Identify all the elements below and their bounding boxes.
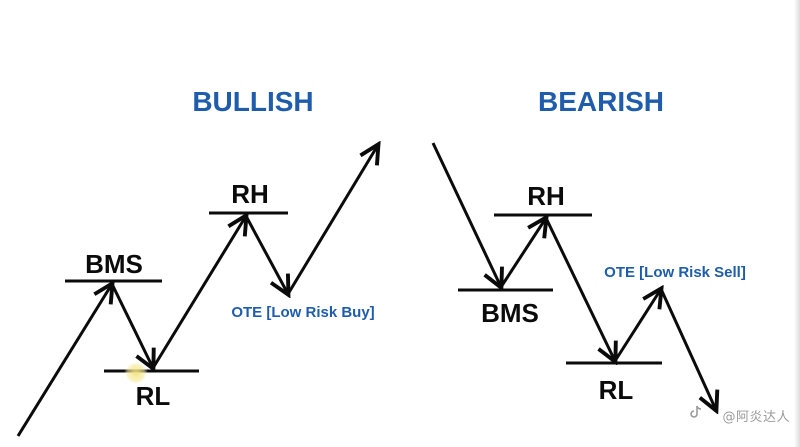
bearish-rl-label: RL — [599, 375, 634, 405]
bearish-ote-label: OTE [Low Risk Sell] — [604, 264, 746, 281]
bearish-panel: BEARISH RH BMS OTE [Low Risk Sell] RL — [431, 86, 746, 410]
bullish-rh-label: RH — [231, 179, 269, 209]
bearish-impulse-arrow-1 — [431, 142, 501, 287]
bullish-bms-label: BMS — [85, 249, 143, 279]
bearish-title: BEARISH — [538, 86, 664, 117]
bullish-impulse-arrow-2 — [151, 216, 246, 369]
douyin-logo-icon — [690, 405, 702, 418]
bearish-rh-label: RH — [527, 181, 565, 211]
bullish-panel: BULLISH BMS RH RL OTE [Low Risk Buy] — [16, 86, 378, 437]
bullish-impulse-arrow-3 — [286, 145, 378, 295]
bullish-retrace-arrow-1 — [110, 283, 153, 368]
bearish-impulse-arrow-3 — [659, 288, 716, 410]
bearish-bms-label: BMS — [481, 298, 539, 328]
bullish-rl-label: RL — [136, 381, 171, 411]
watermark-text: @阿炎达人 — [722, 410, 790, 425]
bullish-impulse-arrow-1 — [16, 284, 112, 437]
bullish-title: BULLISH — [192, 86, 313, 117]
bearish-impulse-arrow-2 — [544, 217, 615, 361]
right-edge-shadow — [794, 0, 800, 447]
bullish-retrace-arrow-2 — [244, 215, 288, 294]
bearish-retrace-arrow-1 — [499, 218, 546, 288]
bullish-ote-label: OTE [Low Risk Buy] — [231, 304, 374, 321]
bearish-retrace-arrow-2 — [613, 289, 661, 362]
cursor-highlight — [124, 361, 148, 385]
